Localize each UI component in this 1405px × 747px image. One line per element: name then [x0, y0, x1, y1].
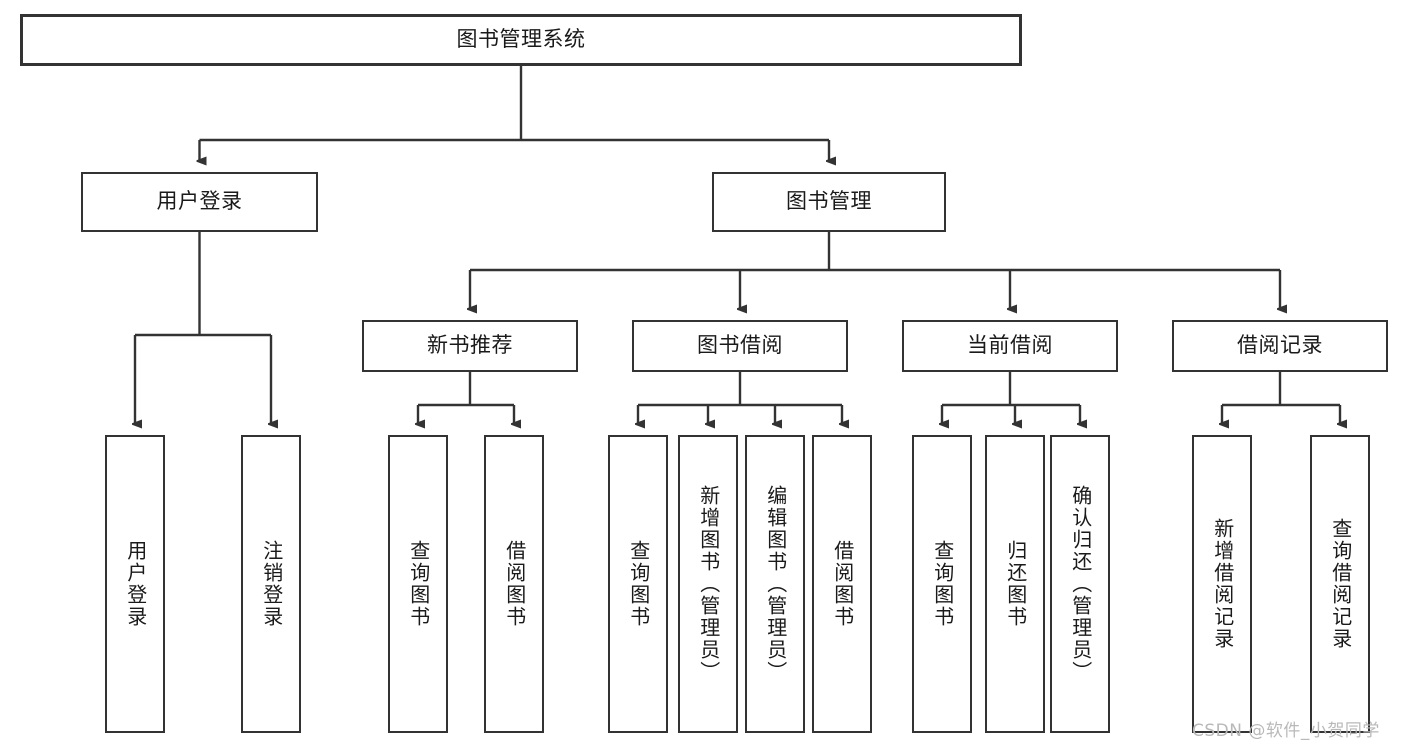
node-label: 查询借阅记录 [1328, 518, 1353, 650]
leaf-node[interactable]: 查询图书 [608, 435, 668, 733]
node-label: 借阅图书 [830, 540, 855, 628]
node-label: 图书管理系统 [456, 27, 586, 52]
leaf-node[interactable]: 查询借阅记录 [1310, 435, 1370, 733]
node-label: 查询图书 [626, 540, 651, 628]
leaf-node[interactable]: 确认归还（管理员） [1050, 435, 1110, 733]
leaf-node[interactable]: 新增借阅记录 [1192, 435, 1252, 733]
node-label: 注销登录 [259, 540, 284, 628]
leaf-node[interactable]: 用户登录 [105, 435, 165, 733]
leaf-node[interactable]: 借阅图书 [484, 435, 544, 733]
node-label: 图书管理 [786, 189, 872, 214]
node-label: 查询图书 [406, 540, 431, 628]
leaf-node[interactable]: 编辑图书（管理员） [745, 435, 805, 733]
node-label: 借阅记录 [1237, 333, 1323, 358]
node-label: 新书推荐 [427, 333, 513, 358]
level3-node[interactable]: 图书借阅 [632, 320, 848, 372]
level2-node[interactable]: 用户登录 [81, 172, 318, 232]
leaf-node[interactable]: 查询图书 [388, 435, 448, 733]
node-label: 编辑图书（管理员） [763, 485, 788, 683]
node-label: 新增借阅记录 [1210, 518, 1235, 650]
level3-node[interactable]: 借阅记录 [1172, 320, 1388, 372]
node-label: 查询图书 [930, 540, 955, 628]
node-label: 用户登录 [156, 189, 243, 214]
csdn-watermark: CSDN @软件_小贺同学 [1192, 721, 1380, 741]
node-label: 当前借阅 [967, 333, 1053, 358]
level3-node[interactable]: 新书推荐 [362, 320, 578, 372]
node-label: 新增图书（管理员） [696, 485, 721, 683]
level3-node[interactable]: 当前借阅 [902, 320, 1118, 372]
leaf-node[interactable]: 借阅图书 [812, 435, 872, 733]
node-label: 借阅图书 [502, 540, 527, 628]
node-label: 归还图书 [1003, 540, 1028, 628]
root-node[interactable]: 图书管理系统 [20, 14, 1022, 66]
node-label: 用户登录 [123, 540, 148, 628]
level2-node[interactable]: 图书管理 [712, 172, 946, 232]
node-label: 确认归还（管理员） [1068, 485, 1093, 683]
leaf-node[interactable]: 查询图书 [912, 435, 972, 733]
node-label: 图书借阅 [697, 333, 783, 358]
leaf-node[interactable]: 归还图书 [985, 435, 1045, 733]
leaf-node[interactable]: 注销登录 [241, 435, 301, 733]
leaf-node[interactable]: 新增图书（管理员） [678, 435, 738, 733]
